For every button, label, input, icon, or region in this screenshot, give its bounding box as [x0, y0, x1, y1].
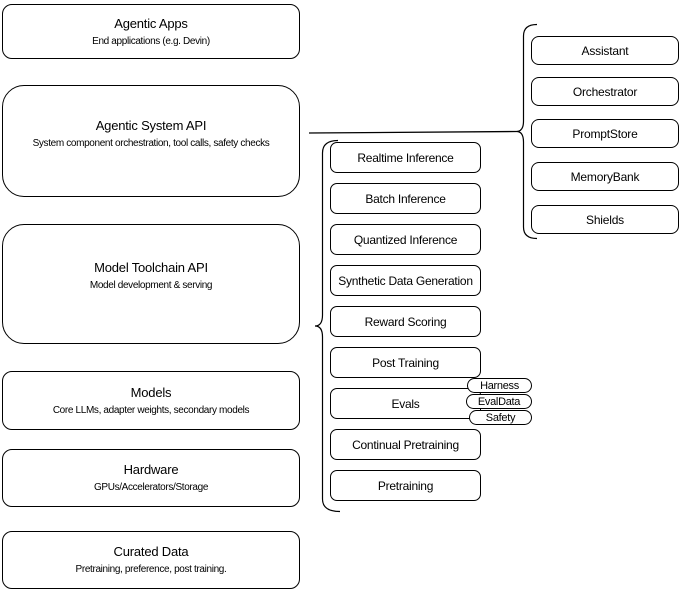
node-hardware: Hardware GPUs/Accelerators/Storage — [2, 449, 300, 507]
node-continual-pretraining: Continual Pretraining — [330, 429, 481, 460]
node-subtitle: Core LLMs, adapter weights, secondary mo… — [52, 404, 250, 416]
node-models: Models Core LLMs, adapter weights, secon… — [2, 371, 300, 430]
node-evals: Evals — [330, 388, 481, 419]
node-subtitle: End applications (e.g. Devin) — [92, 35, 210, 47]
node-post-training: Post Training — [330, 347, 481, 378]
node-assistant: Assistant — [531, 36, 679, 65]
node-pretraining: Pretraining — [330, 470, 481, 501]
node-agentic-system-api: Agentic System API System component orch… — [2, 85, 300, 197]
node-synthetic-data-generation: Synthetic Data Generation — [330, 265, 481, 296]
node-subtitle: Pretraining, preference, post training. — [75, 564, 227, 575]
node-subtitle: GPUs/Accelerators/Storage — [93, 482, 209, 493]
node-quantized-inference: Quantized Inference — [330, 224, 481, 255]
node-shields: Shields — [531, 205, 679, 234]
node-evals-harness: Harness — [467, 378, 532, 393]
node-batch-inference: Batch Inference — [330, 183, 481, 214]
node-evals-safety: Safety — [469, 410, 532, 425]
node-model-toolchain-api: Model Toolchain API Model development & … — [2, 224, 300, 344]
system-api-connector-line — [308, 130, 517, 134]
node-agentic-apps: Agentic Apps End applications (e.g. Devi… — [2, 4, 300, 59]
node-curated-data: Curated Data Pretraining, preference, po… — [2, 531, 300, 589]
node-title: Agentic Apps — [114, 15, 188, 31]
node-promptstore: PromptStore — [531, 119, 679, 148]
node-title: Model Toolchain API — [94, 260, 208, 275]
node-evals-evaldata: EvalData — [466, 394, 532, 409]
node-reward-scoring: Reward Scoring — [330, 306, 481, 337]
node-realtime-inference: Realtime Inference — [330, 142, 481, 173]
node-subtitle: System component orchestration, tool cal… — [32, 138, 270, 149]
node-subtitle: Model development & serving — [89, 280, 213, 291]
node-title: Curated Data — [113, 544, 189, 559]
node-memorybank: MemoryBank — [531, 162, 679, 191]
node-title: Agentic System API — [95, 118, 207, 133]
node-orchestrator: Orchestrator — [531, 77, 679, 106]
node-title: Hardware — [123, 462, 179, 477]
node-title: Models — [130, 384, 172, 400]
toolchain-brace — [314, 139, 341, 513]
